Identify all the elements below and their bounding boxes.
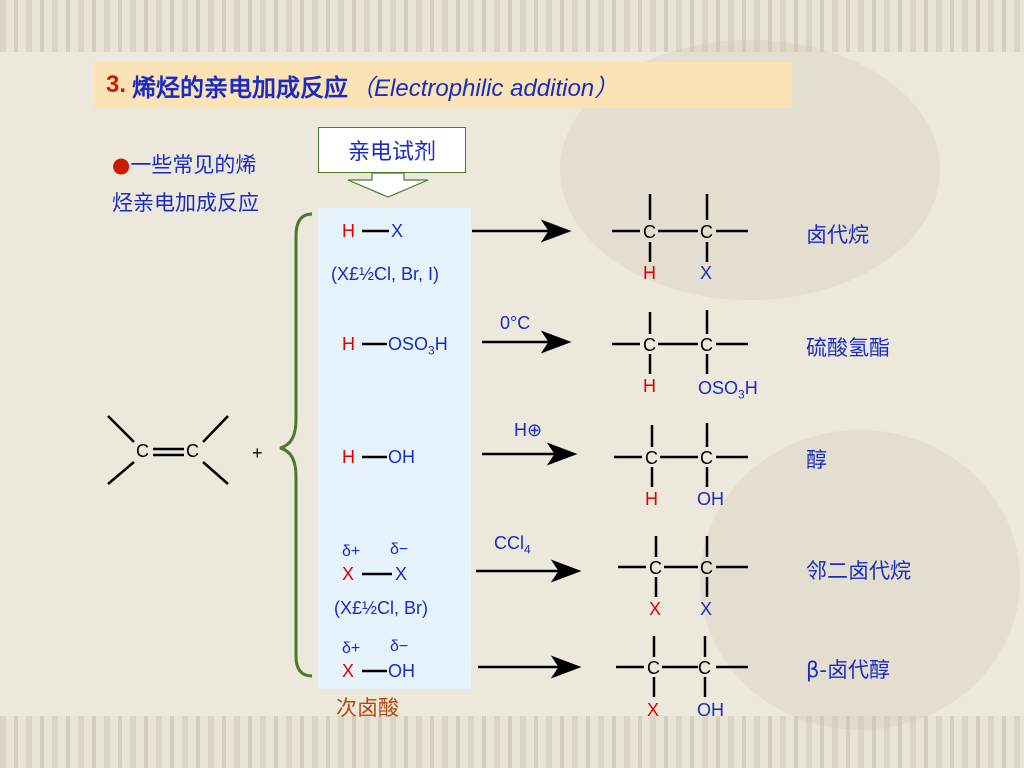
product-2-c2: C	[700, 335, 713, 355]
title-english: （Electrophilic addition）	[350, 74, 619, 102]
product-1-c1: C	[643, 222, 656, 242]
reagent-5-delta-plus: δ+	[342, 640, 361, 657]
reagent-4-delta-plus: δ+	[342, 543, 361, 560]
reagent-5-delta-minus: δ−	[390, 638, 409, 655]
product-2-name: 硫酸氢酯	[806, 336, 890, 360]
product-4-c1: C	[649, 558, 662, 578]
product-1-bottom-right: X	[700, 263, 713, 283]
reagent-1-note: (X£½Cl, Br, I)	[331, 264, 440, 284]
hypohalous-acid-label: 次卤酸	[336, 696, 399, 720]
brace	[279, 212, 313, 678]
reagent-2-left: H	[342, 334, 355, 354]
title-chinese: 烯烃的亲电加成反应	[132, 73, 349, 102]
reaction-3-condition: H⊕	[514, 420, 543, 440]
plus-sign: +	[252, 443, 263, 463]
reagent-bonds	[362, 229, 392, 673]
product-4-bottom-right: X	[700, 599, 713, 619]
product-3-bottom-left: H	[645, 489, 658, 509]
alkene-carbon-2: C	[186, 441, 199, 461]
reagent-4-note: (X£½Cl, Br)	[334, 598, 429, 618]
reagent-panel	[318, 208, 471, 689]
product-4-c2: C	[700, 558, 713, 578]
decorative-border-bottom	[0, 716, 1024, 768]
product-1-name: 卤代烷	[806, 223, 869, 247]
down-arrow-icon	[347, 172, 429, 198]
product-5-c2: C	[698, 658, 711, 678]
product-5-bottom-left: X	[647, 700, 660, 720]
reagent-1-left: H	[342, 221, 355, 241]
bullet-description: ●一些常见的烯烃亲电加成反应	[112, 146, 262, 222]
title-number: 3.	[106, 71, 127, 98]
reagent-5-left: X	[342, 661, 355, 681]
reagent-3-left: H	[342, 447, 355, 467]
background-decoration	[700, 430, 1020, 730]
slide-title: 3. 烯烃的亲电加成反应 （Electrophilic addition）	[94, 62, 792, 108]
reagent-4-right: X	[395, 564, 408, 584]
product-2-bottom-right: OSO3H	[698, 378, 758, 402]
bullet-text: 一些常见的烯烃亲电加成反应	[112, 153, 259, 215]
reagent-1-right: X	[391, 221, 404, 241]
reagent-4-left: X	[342, 564, 355, 584]
product-5-name: β-卤代醇	[806, 658, 890, 682]
product-5-bottom-right: OH	[697, 700, 724, 720]
product-skeletons	[612, 194, 748, 697]
bullet-icon: ●	[112, 153, 131, 177]
reagent-label: 亲电试剂	[318, 127, 466, 173]
reagent-4-delta-minus: δ−	[390, 541, 409, 558]
product-3-bottom-right: OH	[697, 489, 724, 509]
reaction-arrows	[472, 219, 582, 679]
product-3-name: 醇	[806, 448, 827, 472]
decorative-border-top	[0, 0, 1024, 52]
reagent-2-right: OSO3H	[388, 334, 448, 358]
product-1-c2: C	[700, 222, 713, 242]
reagent-3-right: OH	[388, 447, 415, 467]
product-4-bottom-left: X	[649, 599, 662, 619]
product-2-bottom-left: H	[643, 376, 656, 396]
product-4-name: 邻二卤代烷	[806, 559, 911, 583]
product-1-bottom-left: H	[643, 263, 656, 283]
reaction-2-condition: 0°C	[500, 313, 531, 333]
product-3-c2: C	[700, 448, 713, 468]
alkene-structure	[107, 415, 229, 485]
reagent-5-right: OH	[388, 661, 415, 681]
product-2-c1: C	[643, 335, 656, 355]
alkene-carbon-1: C	[136, 441, 149, 461]
reaction-4-condition: CCl4	[494, 533, 531, 557]
product-3-c1: C	[645, 448, 658, 468]
product-5-c1: C	[647, 658, 660, 678]
